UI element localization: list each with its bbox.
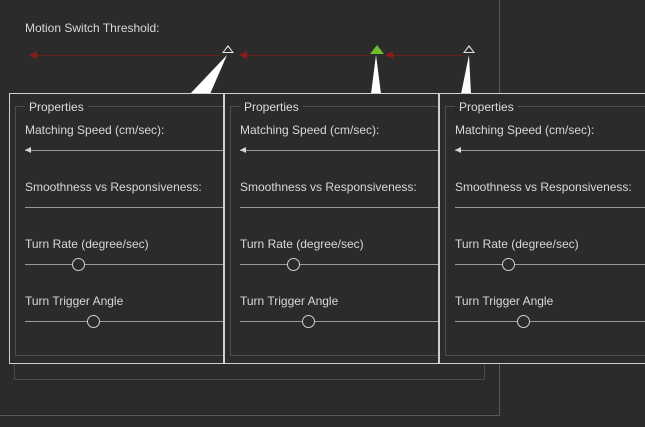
track-left-arrow-icon	[29, 51, 37, 59]
properties-group-title: Properties	[455, 100, 518, 114]
smoothness-label: Smoothness vs Responsiveness:	[240, 180, 417, 194]
turn-rate-slider-knob[interactable]	[72, 258, 85, 271]
properties-group	[15, 106, 223, 356]
turn-trigger-angle-slider[interactable]	[25, 321, 223, 322]
threshold-track-segment-1	[30, 55, 220, 56]
matching-speed-slider[interactable]	[240, 150, 438, 151]
threshold-track-segment-2	[240, 55, 370, 56]
properties-panel-2: Properties Matching Speed (cm/sec): Smoo…	[224, 93, 439, 364]
threshold-track-segment-3	[386, 55, 464, 56]
connector-wedge-1	[190, 55, 227, 94]
turn-trigger-angle-slider-knob[interactable]	[517, 315, 530, 328]
turn-rate-slider[interactable]	[25, 264, 223, 265]
properties-group-title: Properties	[25, 100, 88, 114]
matching-speed-label: Matching Speed (cm/sec):	[455, 123, 595, 137]
smoothness-slider[interactable]	[25, 207, 223, 208]
threshold-marker-2-active[interactable]	[370, 45, 384, 54]
track-left-arrow-icon	[239, 51, 247, 59]
smoothness-label: Smoothness vs Responsiveness:	[455, 180, 632, 194]
connector-wedge-3	[461, 55, 471, 94]
threshold-marker-1[interactable]	[222, 45, 234, 53]
slider-left-arrow-icon	[455, 147, 461, 153]
turn-rate-slider[interactable]	[455, 264, 645, 265]
matching-speed-label: Matching Speed (cm/sec):	[25, 123, 165, 137]
smoothness-label: Smoothness vs Responsiveness:	[25, 180, 202, 194]
turn-rate-slider-knob[interactable]	[287, 258, 300, 271]
connector-wedge-2	[371, 55, 381, 94]
matching-speed-slider[interactable]	[455, 150, 645, 151]
turn-trigger-angle-label: Turn Trigger Angle	[240, 294, 339, 308]
turn-trigger-angle-slider[interactable]	[240, 321, 438, 322]
turn-rate-label: Turn Rate (degree/sec)	[455, 237, 579, 251]
turn-trigger-angle-slider-knob[interactable]	[87, 315, 100, 328]
properties-group	[230, 106, 438, 356]
smoothness-slider[interactable]	[455, 207, 645, 208]
turn-rate-label: Turn Rate (degree/sec)	[240, 237, 364, 251]
turn-trigger-angle-slider[interactable]	[455, 321, 645, 322]
properties-group-title: Properties	[240, 100, 303, 114]
turn-rate-label: Turn Rate (degree/sec)	[25, 237, 149, 251]
properties-panel-3: Properties Matching Speed (cm/sec): Smoo…	[439, 93, 645, 364]
panel-connectors	[190, 55, 471, 94]
turn-rate-slider-knob[interactable]	[502, 258, 515, 271]
track-left-arrow-icon	[385, 51, 393, 59]
turn-trigger-angle-slider-knob[interactable]	[302, 315, 315, 328]
slider-left-arrow-icon	[25, 147, 31, 153]
slider-left-arrow-icon	[240, 147, 246, 153]
smoothness-slider[interactable]	[240, 207, 438, 208]
motion-switch-threshold-label: Motion Switch Threshold:	[25, 21, 160, 35]
properties-panel-1: Properties Matching Speed (cm/sec): Smoo…	[9, 93, 224, 364]
turn-trigger-angle-label: Turn Trigger Angle	[25, 294, 124, 308]
threshold-marker-3[interactable]	[463, 45, 475, 53]
turn-rate-slider[interactable]	[240, 264, 438, 265]
properties-group	[445, 106, 645, 356]
turn-trigger-angle-label: Turn Trigger Angle	[455, 294, 554, 308]
matching-speed-slider[interactable]	[25, 150, 223, 151]
matching-speed-label: Matching Speed (cm/sec):	[240, 123, 380, 137]
